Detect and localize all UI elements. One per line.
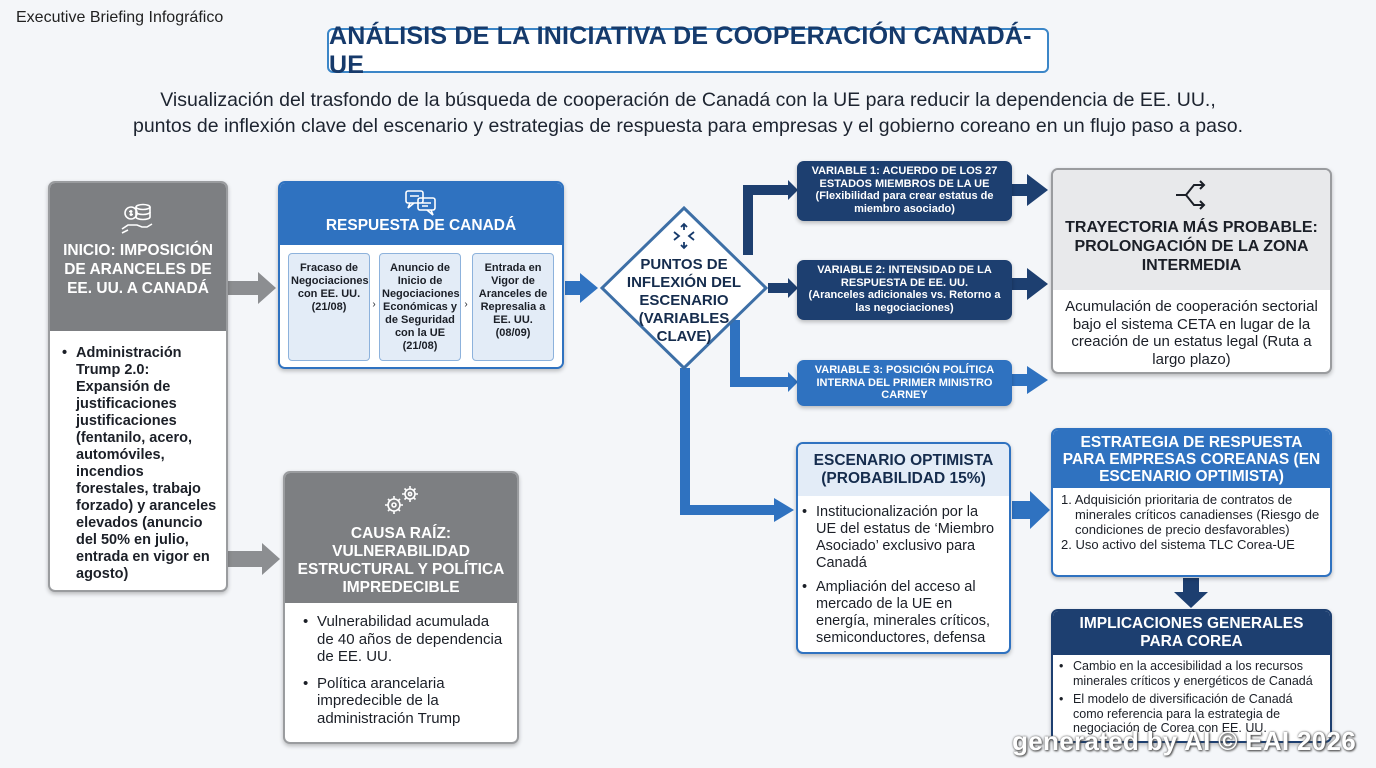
subtitle-line-1: Visualización del trasfondo de la búsque…	[160, 89, 1216, 111]
optimistic-bullet: Ampliación del acceso al mercado de la U…	[802, 579, 1001, 647]
variable-1-title: VARIABLE 1: ACUERDO DE LOS 27 ESTADOS MI…	[811, 165, 998, 190]
optimistic-header: ESCENARIO OPTIMISTA (PROBABILIDAD 15%)	[798, 444, 1009, 496]
implications-header: IMPLICACIONES GENERALES PARA COREA	[1053, 611, 1330, 655]
gears-icon	[295, 483, 507, 525]
start-bullets: Administración Trump 2.0: Expansión de j…	[50, 331, 226, 583]
optimistic-bullets: Institucionalización por la UE del estat…	[798, 496, 1009, 647]
variable-1-box: VARIABLE 1: ACUERDO DE LOS 27 ESTADOS MI…	[797, 161, 1012, 221]
variable-3-box: VARIABLE 3: POSICIÓN POLÍTICA INTERNA DE…	[797, 360, 1012, 406]
canada-response-card: RESPUESTA DE CANADÁ Fracaso de Negociaci…	[278, 181, 564, 369]
strategy-items: 1. Adquisición prioritaria de contratos …	[1053, 488, 1330, 552]
likely-path-card: TRAYECTORIA MÁS PROBABLE: PROLONGACIÓN D…	[1051, 168, 1332, 374]
strategy-card: ESTRATEGIA DE RESPUESTA PARA EMPRESAS CO…	[1051, 428, 1332, 577]
diverge-arrows-icon	[670, 222, 698, 250]
start-heading: INICIO: IMPOSICIÓN DE ARANCELES DE EE. U…	[63, 242, 213, 297]
arrow-to-optimistic	[774, 498, 794, 522]
chat-bubbles-icon	[280, 189, 562, 217]
optimistic-card: ESCENARIO OPTIMISTA (PROBABILIDAD 15%) I…	[796, 442, 1011, 654]
arrow-optimistic-to-strategy	[1012, 491, 1050, 529]
root-cause-bullet: Vulnerabilidad acumulada de 40 años de d…	[303, 613, 505, 666]
arrow-response-to-pivot	[565, 273, 598, 303]
likely-path-body: Acumulación de cooperación sectorial baj…	[1065, 298, 1318, 368]
start-bullet: Administración Trump 2.0: Expansión de j…	[62, 345, 218, 583]
arrow-var3-likely	[1027, 366, 1048, 394]
watermark: generated by AI © EAI 2026	[1012, 726, 1356, 756]
response-step: Anuncio de Inicio de Negociaciones Econó…	[379, 253, 461, 361]
implications-card: IMPLICACIONES GENERALES PARA COREA Cambi…	[1051, 609, 1332, 743]
arrow-var1-likely	[1027, 174, 1048, 206]
variable-2-note: (Aranceles adicionales vs. Retorno a las…	[808, 289, 1001, 314]
arrow-start-to-response	[228, 272, 276, 304]
shuffle-icon	[1063, 178, 1320, 218]
optimistic-bullet: Institucionalización por la UE del estat…	[802, 504, 1001, 572]
likely-path-heading: TRAYECTORIA MÁS PROBABLE: PROLONGACIÓN D…	[1065, 219, 1318, 274]
pivot-label: PUNTOS DE INFLEXIÓN DEL ESCENARIO (VARIA…	[626, 256, 742, 345]
variable-2-title: VARIABLE 2: INTENSIDAD DE LA RESPUESTA D…	[817, 264, 992, 289]
root-cause-heading: CAUSA RAÍZ: VULNERABILIDAD ESTRUCTURAL Y…	[297, 525, 505, 596]
page-title-text: ANÁLISIS DE LA INICIATIVA DE COOPERACIÓN…	[329, 21, 1032, 79]
variable-1-note: (Flexibilidad para crear estatus de miem…	[815, 190, 994, 215]
implications-bullets: Cambio en la accesibilidad a los recurso…	[1053, 655, 1330, 736]
variable-2-box: VARIABLE 2: INTENSIDAD DE LA RESPUESTA D…	[797, 260, 1012, 320]
variable-3-title: VARIABLE 3: POSICIÓN POLÍTICA INTERNA DE…	[814, 364, 995, 401]
root-cause-card: CAUSA RAÍZ: VULNERABILIDAD ESTRUCTURAL Y…	[283, 471, 519, 744]
root-cause-bullet: Política arancelaria impredecible de la …	[303, 675, 505, 728]
canada-response-heading: RESPUESTA DE CANADÁ	[325, 217, 517, 234]
start-card-header: INICIO: IMPOSICIÓN DE ARANCELES DE EE. U…	[50, 183, 226, 331]
page-title: ANÁLISIS DE LA INICIATIVA DE COOPERACIÓN…	[327, 22, 1049, 79]
root-cause-bullets: Vulnerabilidad acumulada de 40 años de d…	[285, 603, 517, 727]
canada-response-steps: Fracaso de Negociaciones con EE. UU. (21…	[280, 245, 562, 367]
root-cause-header: CAUSA RAÍZ: VULNERABILIDAD ESTRUCTURAL Y…	[285, 473, 517, 603]
implications-bullet: Cambio en la accesibilidad a los recurso…	[1059, 659, 1324, 688]
step-arrow-icon: ›	[372, 299, 376, 310]
canada-response-header: RESPUESTA DE CANADÁ	[280, 183, 562, 245]
response-step: Fracaso de Negociaciones con EE. UU. (21…	[288, 253, 370, 361]
pivot-diamond: PUNTOS DE INFLEXIÓN DEL ESCENARIO (VARIA…	[600, 206, 768, 370]
connector-pivot-optimistic	[680, 368, 778, 515]
strategy-item: 1. Adquisición prioritaria de contratos …	[1061, 492, 1320, 537]
strategy-item: 2. Uso activo del sistema TLC Corea-UE	[1061, 537, 1295, 552]
money-hand-icon	[58, 199, 218, 241]
arrow-var2-likely	[1027, 268, 1048, 300]
strategy-header: ESTRATEGIA DE RESPUESTA PARA EMPRESAS CO…	[1053, 430, 1330, 488]
implications-bullet: El modelo de diversificación de Canadá c…	[1059, 692, 1324, 736]
arrow-strategy-to-implications	[1174, 578, 1208, 608]
response-step: Entrada en Vigor de Aranceles de Represa…	[472, 253, 554, 361]
likely-path-header: TRAYECTORIA MÁS PROBABLE: PROLONGACIÓN D…	[1053, 170, 1330, 290]
step-arrow-icon: ›	[464, 299, 468, 310]
start-card: INICIO: IMPOSICIÓN DE ARANCELES DE EE. U…	[48, 181, 228, 592]
brand-label: Executive Briefing Infográfico	[16, 9, 224, 26]
subtitle: Visualización del trasfondo de la búsque…	[60, 87, 1316, 139]
subtitle-line-2: puntos de inflexión clave del escenario …	[132, 115, 1244, 137]
arrow-start-to-root	[228, 543, 280, 575]
